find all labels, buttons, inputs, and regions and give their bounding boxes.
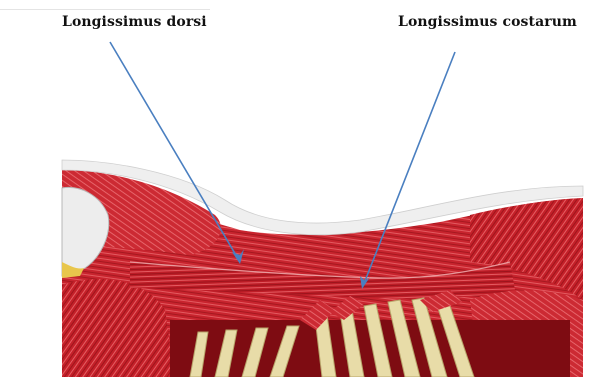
diagram-canvas: Longissimus dorsi Longissimus costarum [0, 0, 598, 377]
anatomy-illustration [0, 0, 598, 377]
